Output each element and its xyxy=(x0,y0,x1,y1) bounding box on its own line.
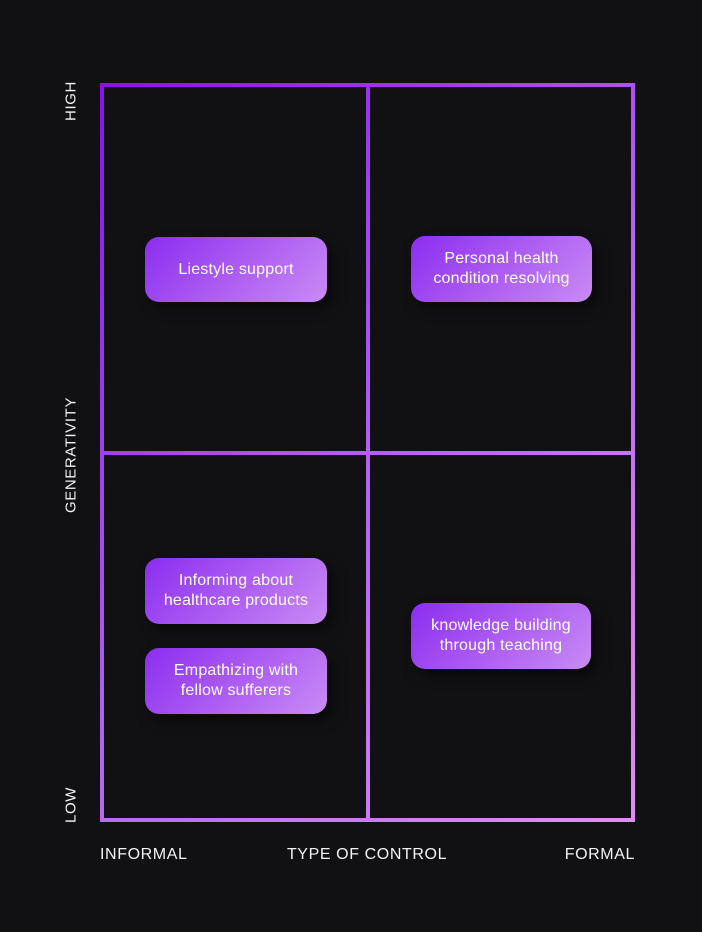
node-label: Liestyle support xyxy=(178,260,294,278)
x-axis-right-label: FORMAL xyxy=(564,846,635,863)
node-personal-health-condition-resolving: Personal health condition resolving xyxy=(411,236,592,302)
x-axis-left-label: INFORMAL xyxy=(100,846,188,863)
node-informing-about-healthcare-products: Informing about healthcare products xyxy=(145,558,327,624)
node-liestyle-support: Liestyle support xyxy=(145,237,327,302)
y-axis-bottom-label: LOW xyxy=(62,787,80,823)
node-label: knowledge building through teaching xyxy=(431,617,571,654)
x-axis-title: TYPE OF CONTROL xyxy=(286,846,448,863)
node-label: Empathizing with fellow sufferers xyxy=(173,662,299,699)
y-axis-top-label: HIGH xyxy=(62,81,80,121)
node-label: Informing about healthcare products xyxy=(163,572,309,609)
y-axis-title: GENERATIVITY xyxy=(62,396,80,514)
quadrant-low-informal xyxy=(104,454,366,818)
node-label: Personal health condition resolving xyxy=(433,250,570,287)
node-empathizing-with-fellow-sufferers: Empathizing with fellow sufferers xyxy=(145,648,327,714)
node-knowledge-building-through-teaching: knowledge building through teaching xyxy=(411,603,591,669)
